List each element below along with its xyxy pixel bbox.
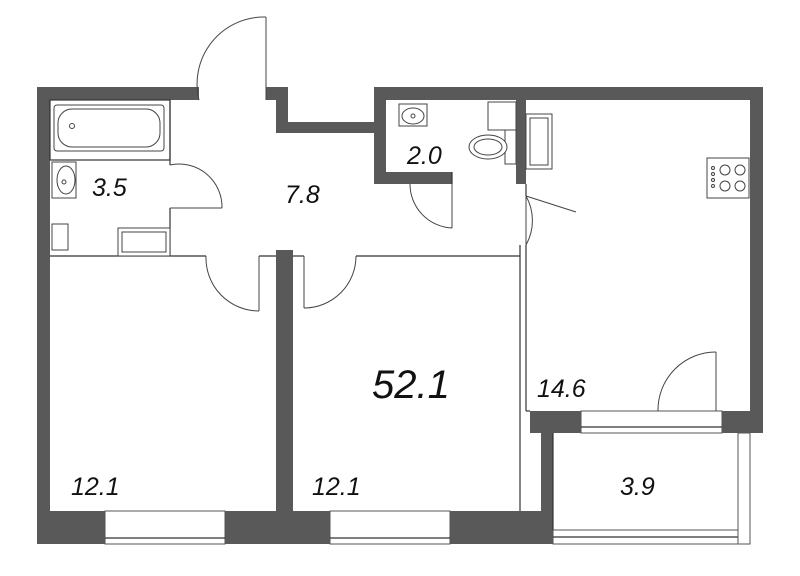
walls: [37, 87, 763, 544]
bedroom-middle-area: 12.1: [312, 473, 361, 501]
partitions: [49, 99, 553, 511]
total-area: 52.1: [372, 363, 450, 407]
wc-area: 2.0: [406, 142, 442, 170]
kitchen-area: 14.6: [537, 375, 586, 403]
shelf: [487, 101, 517, 131]
balcony-area: 3.9: [620, 473, 655, 501]
toilet-icon: [468, 129, 517, 165]
wc-sink-icon: [398, 103, 428, 127]
doors: [169, 16, 717, 412]
sink-icon: [51, 161, 77, 199]
bedroom-left-area: 12.1: [71, 473, 120, 501]
hallway-area: 7.8: [285, 181, 320, 209]
windows: [104, 410, 751, 545]
bathtub-icon: [53, 104, 165, 152]
stove-icon: [706, 157, 750, 199]
shelf: [51, 223, 69, 251]
bathroom-area: 3.5: [92, 174, 127, 202]
